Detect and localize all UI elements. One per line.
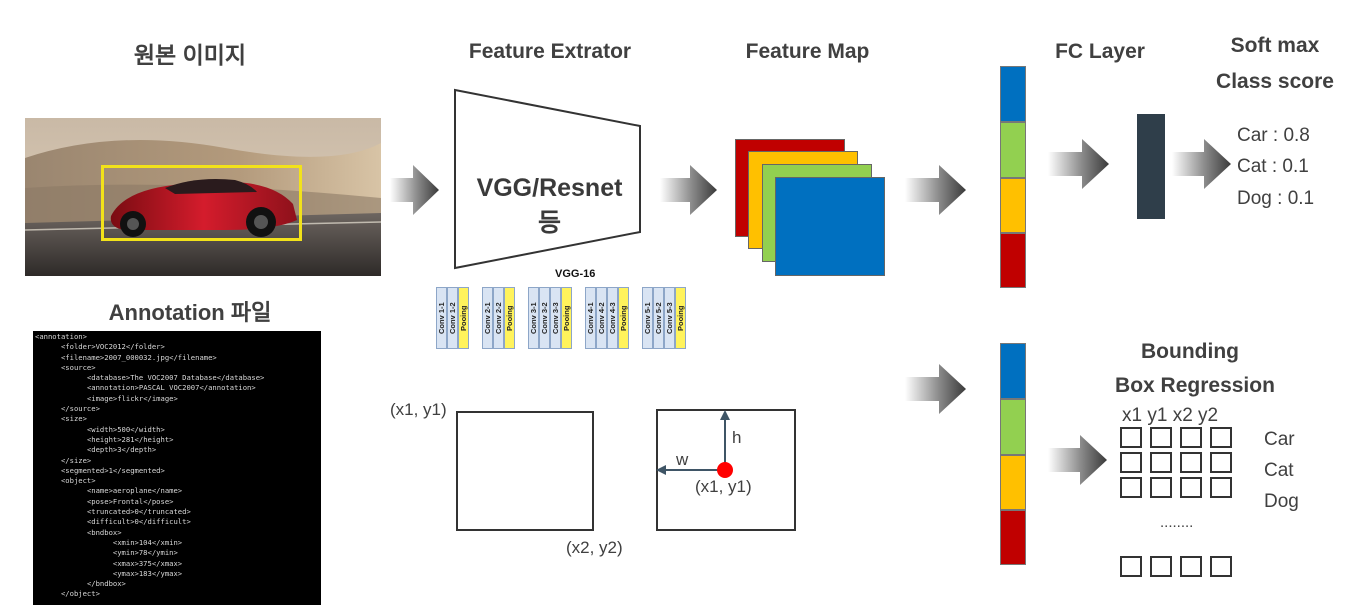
arrow-4-icon: [1048, 139, 1109, 189]
arrow-7-icon: [1048, 435, 1107, 485]
fc-layer-title: FC Layer: [1055, 40, 1145, 63]
vgg-layer-0-1: Conv 1-2: [447, 287, 458, 349]
fc-vector-top: [1000, 66, 1026, 288]
vgg-layer-3-1: Conv 4-2: [596, 287, 607, 349]
original-image-title: 원본 이미지: [133, 42, 247, 68]
fc-bottom-green: [1000, 399, 1026, 455]
softmax-title-line2: Class score: [1216, 70, 1334, 93]
bbox-cell-r2-c0: [1120, 477, 1142, 498]
vgg-layer-3-3: Pooing: [618, 287, 629, 349]
bbox-cell-r0-c1: [1150, 427, 1172, 448]
vgg-layer-4-2: Conv 5-3: [664, 287, 675, 349]
height-arrow-icon: [720, 410, 730, 420]
vgg-layer-4-3: Pooing: [675, 287, 686, 349]
fc-vector-bottom: [1000, 343, 1026, 565]
arrow-1-icon: [390, 165, 439, 215]
bbox-cell-r0-c3: [1210, 427, 1232, 448]
car-photo-graphic: [25, 118, 381, 276]
feature-extractor-shape: [454, 88, 641, 270]
vgg-layer-4-0: Conv 5-1: [642, 287, 653, 349]
bbox-grid: [1120, 427, 1244, 587]
class-score-dog: Dog : 0.1: [1237, 188, 1315, 209]
arrow-6-icon: [905, 364, 966, 414]
vgg-layer-2-3: Pooing: [561, 287, 572, 349]
extractor-label: VGG/Resnet 등: [476, 174, 623, 237]
label-bottom-right-coord: (x2, y2): [566, 538, 623, 557]
bbox-cell-r1-c0: [1120, 452, 1142, 473]
fc-bottom-red: [1000, 510, 1026, 565]
vgg-layer-2-1: Conv 3-2: [539, 287, 550, 349]
label-center-coord: (x1, y1): [695, 477, 752, 496]
label-width: w: [676, 450, 689, 469]
fc-layer-bar: [1137, 114, 1165, 219]
bbox-cell-r2-c2: [1180, 477, 1202, 498]
class-score-car: Car : 0.8: [1237, 125, 1310, 146]
bbox-ellipsis: ........: [1160, 514, 1194, 531]
fc-top-green: [1000, 122, 1026, 178]
bbox-cell-last-c2: [1180, 556, 1202, 577]
vgg-layer-2-2: Conv 3-3: [550, 287, 561, 349]
fc-top-red: [1000, 233, 1026, 288]
class-score-cat: Cat : 0.1: [1237, 156, 1309, 177]
feature-map-blue: [775, 177, 885, 276]
center-point-icon: [717, 462, 733, 478]
fc-bottom-yellow: [1000, 455, 1026, 510]
bbox-class-dog: Dog: [1264, 491, 1299, 512]
bbox-cell-r2-c1: [1150, 477, 1172, 498]
annotation-xml-code: <annotation> <folder>VOC2012</folder> <f…: [33, 331, 321, 605]
bbox-class-car: Car: [1264, 429, 1295, 450]
vgg-layer-4-1: Conv 5-2: [653, 287, 664, 349]
arrow-5-icon: [1172, 139, 1231, 189]
corner-format-box: [456, 411, 594, 531]
bbox-cell-last-c0: [1120, 556, 1142, 577]
bbox-title-line2: Box Regression: [1115, 374, 1275, 397]
width-arrow-icon: [656, 465, 666, 475]
bbox-cell-r1-c2: [1180, 452, 1202, 473]
bbox-cell-r1-c3: [1210, 452, 1232, 473]
bbox-cell-last-c3: [1210, 556, 1232, 577]
bbox-title-line1: Bounding: [1141, 340, 1239, 363]
vgg-layer-1-0: Conv 2-1: [482, 287, 493, 349]
annotation-title: Annotation 파일: [108, 300, 272, 325]
vgg-layer-0-2: Pooing: [458, 287, 469, 349]
vgg-title: VGG-16: [555, 268, 596, 280]
bbox-cell-last-c1: [1150, 556, 1172, 577]
bbox-cell-r1-c1: [1150, 452, 1172, 473]
vgg-layer-1-2: Pooing: [504, 287, 515, 349]
bbox-coords-header: x1 y1 x2 y2: [1122, 405, 1219, 426]
vgg-layer-3-0: Conv 4-1: [585, 287, 596, 349]
arrow-3-icon: [905, 165, 966, 215]
arrow-2-icon: [660, 165, 717, 215]
vgg-layer-0-0: Conv 1-1: [436, 287, 447, 349]
bbox-cell-r0-c2: [1180, 427, 1202, 448]
bbox-class-cat: Cat: [1264, 460, 1294, 481]
vgg-layer-1-1: Conv 2-2: [493, 287, 504, 349]
bbox-cell-r0-c0: [1120, 427, 1142, 448]
label-top-left-coord: (x1, y1): [390, 400, 447, 419]
feature-extractor-title: Feature Extrator: [468, 40, 632, 63]
fc-bottom-blue: [1000, 343, 1026, 399]
label-height: h: [732, 428, 742, 447]
fc-top-yellow: [1000, 178, 1026, 233]
softmax-title-line1: Soft max: [1230, 34, 1320, 57]
bbox-cell-r2-c3: [1210, 477, 1232, 498]
car-photo: [25, 118, 381, 276]
vgg-layer-2-0: Conv 3-1: [528, 287, 539, 349]
car-bounding-box: [101, 165, 302, 241]
feature-map-title: Feature Map: [745, 40, 870, 63]
fc-top-blue: [1000, 66, 1026, 122]
vgg-layer-3-2: Conv 4-3: [607, 287, 618, 349]
